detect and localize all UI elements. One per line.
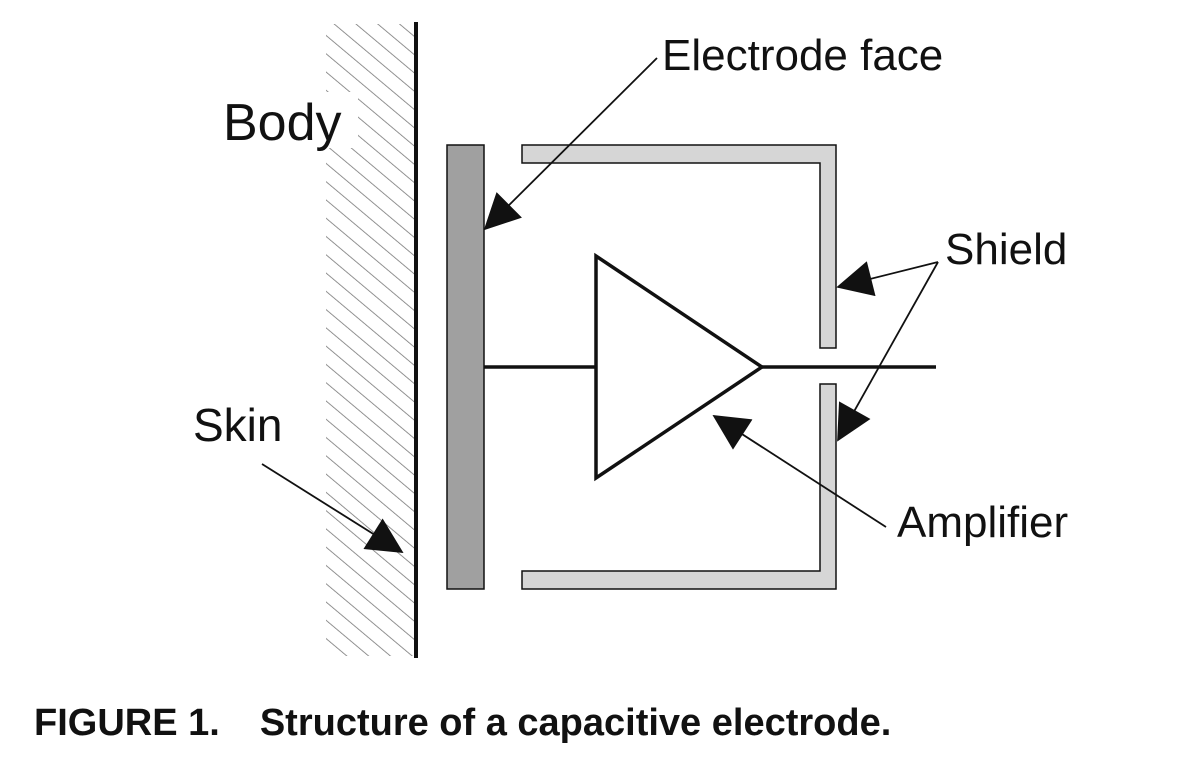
figure-number: FIGURE 1.: [34, 702, 220, 744]
capacitive-electrode-diagram: Body Skin Electrode face Shield Amplifie…: [193, 22, 1068, 658]
amplifier-symbol: [594, 252, 766, 482]
label-shield: Shield: [945, 225, 1067, 274]
label-body: Body: [223, 94, 342, 152]
figure-caption: FIGURE 1. Structure of a capacitive elect…: [34, 702, 891, 745]
skin-pointer: [261, 463, 404, 553]
shield-pointer-upper: [836, 261, 939, 297]
electrode-face-pointer: [483, 57, 658, 231]
shield-lower: [521, 383, 837, 590]
figure-caption-text: Structure of a capacitive electrode.: [259, 702, 892, 744]
amplifier-pointer: [712, 415, 887, 528]
shield-pointer-lower: [837, 261, 939, 442]
label-electrode-face: Electrode face: [662, 31, 943, 80]
shield-upper: [521, 144, 837, 349]
label-skin: Skin: [193, 399, 282, 451]
electrode-plate: [446, 144, 485, 590]
label-amplifier: Amplifier: [897, 498, 1068, 547]
